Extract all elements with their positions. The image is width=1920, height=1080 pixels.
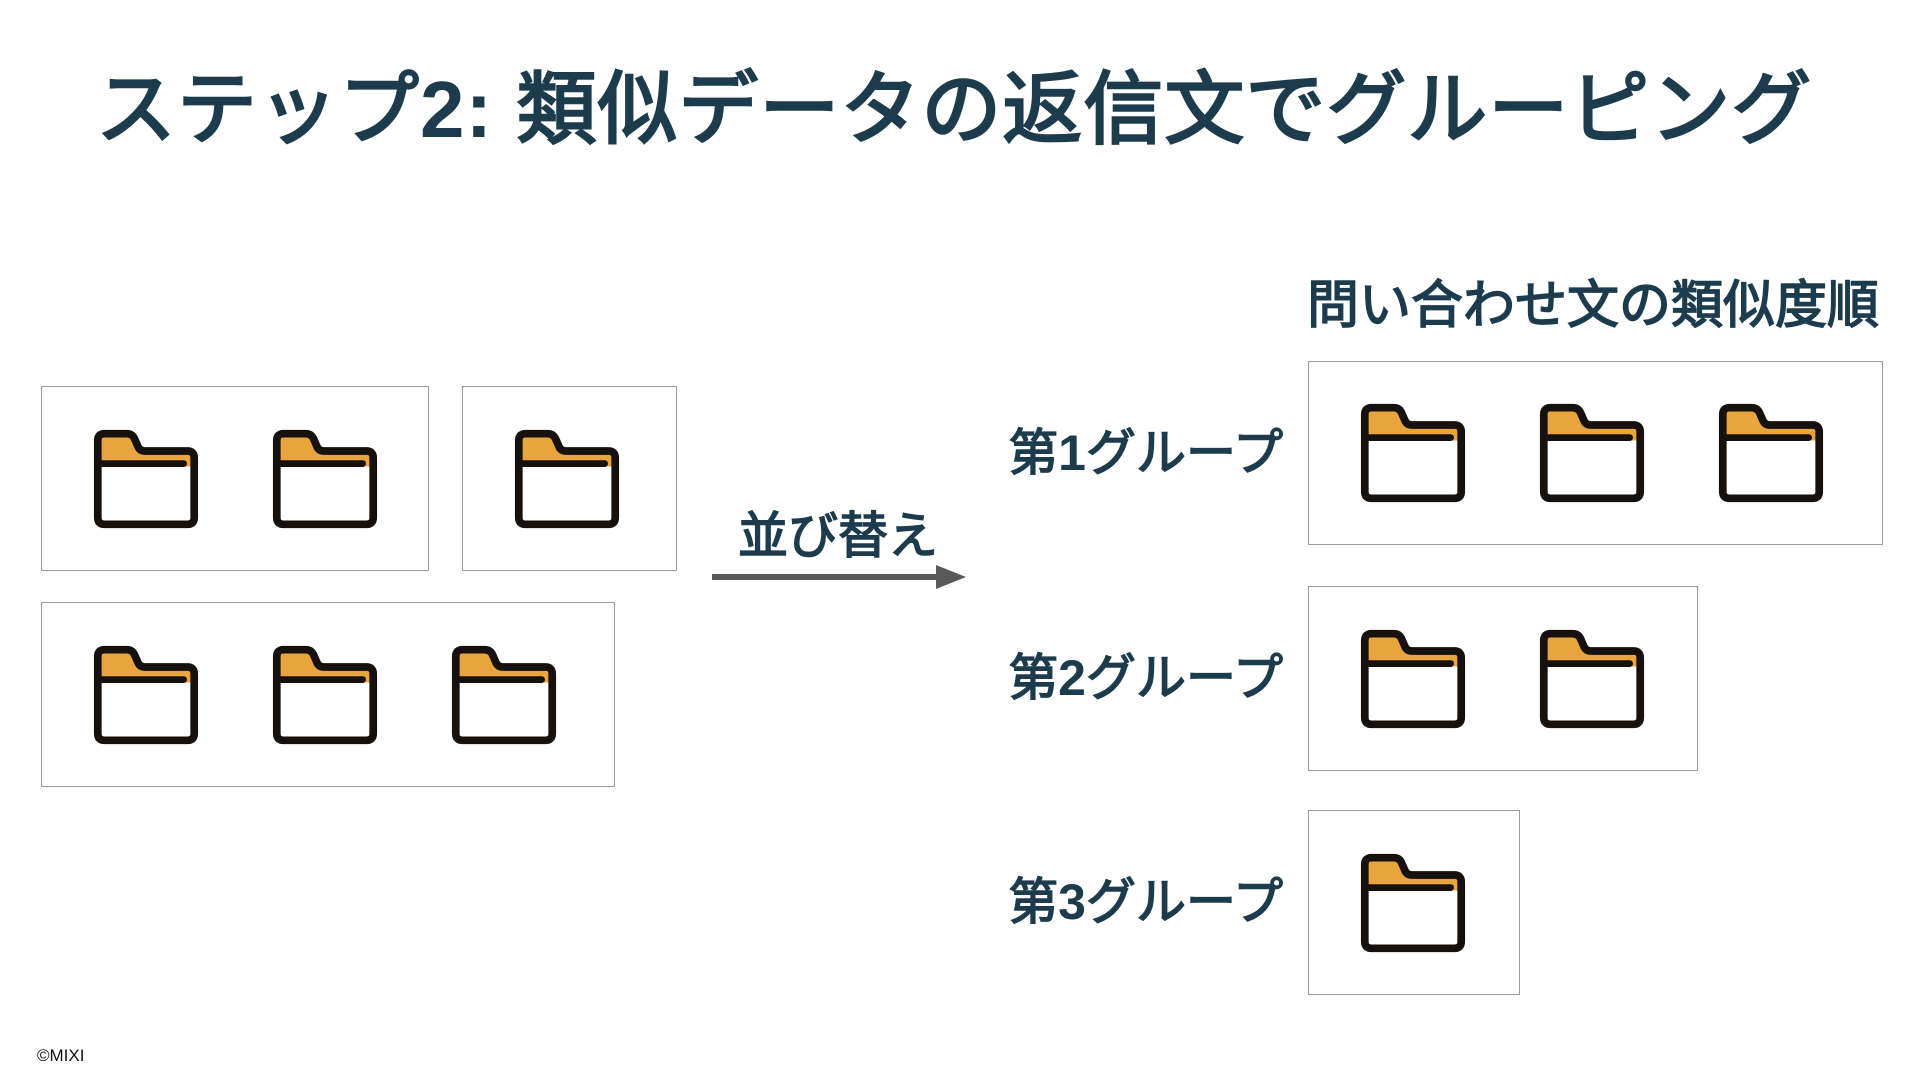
folder-icon (272, 429, 378, 528)
copyright-text: ©MIXI (37, 1046, 85, 1065)
unsorted-cluster-box-3 (41, 602, 615, 787)
group-2-box (1308, 586, 1698, 771)
sort-label: 並び替え (738, 508, 938, 564)
folder-icon (514, 429, 620, 528)
group-3-box (1308, 810, 1520, 995)
folder-icon (1718, 403, 1824, 503)
group-1-box (1308, 361, 1883, 545)
folder-icon (1360, 403, 1466, 503)
group-2-label: 第2グループ (1008, 650, 1283, 706)
folder-icon (1539, 403, 1645, 503)
folder-icon (272, 645, 378, 744)
folder-icon (451, 645, 557, 744)
group-1-label: 第1グループ (1008, 425, 1283, 481)
folder-icon (93, 429, 199, 528)
folder-icon (1539, 629, 1645, 728)
slide-title: ステップ2: 類似データの返信文でグルーピング (96, 65, 1813, 154)
folder-icon (1360, 853, 1466, 952)
folder-icon (1360, 629, 1466, 728)
folder-icon (93, 645, 199, 744)
unsorted-cluster-box-2 (462, 386, 677, 571)
unsorted-cluster-box-1 (41, 386, 429, 571)
group-3-label: 第3グループ (1008, 874, 1283, 930)
right-arrow-icon (712, 565, 966, 589)
similarity-order-heading: 問い合わせ文の類似度順 (1306, 277, 1879, 335)
